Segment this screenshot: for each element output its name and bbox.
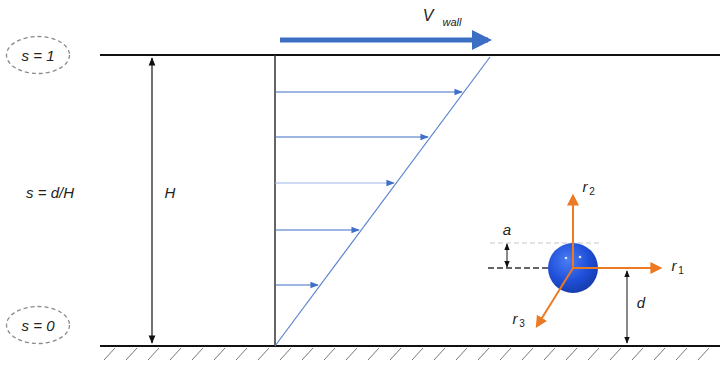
axis-label: r bbox=[513, 311, 518, 326]
sphere-top-line bbox=[490, 242, 600, 243]
velocity-symbol: V bbox=[423, 8, 434, 24]
wall-hatching bbox=[104, 348, 709, 360]
distance-label: d bbox=[637, 295, 645, 310]
position-definition: s = d/H bbox=[26, 185, 74, 200]
axis-subscript: 2 bbox=[589, 187, 595, 197]
boundary-ellipse: s = 1 bbox=[5, 35, 71, 75]
distance-dimension bbox=[627, 271, 628, 343]
radius-dimension bbox=[507, 244, 508, 267]
top-wall bbox=[100, 54, 720, 56]
wall-velocity-arrow bbox=[280, 38, 488, 43]
axis-label: r bbox=[583, 179, 588, 194]
height-dimension bbox=[151, 58, 152, 343]
boundary-ellipse: s = 0 bbox=[5, 305, 71, 345]
axis-label: r bbox=[672, 258, 677, 273]
velocity-profile bbox=[275, 57, 490, 346]
particle-axes bbox=[537, 196, 660, 326]
height-label: H bbox=[165, 185, 176, 200]
sphere-dot bbox=[579, 256, 582, 259]
radius-label: a bbox=[503, 222, 511, 237]
axis-subscript: 1 bbox=[678, 266, 684, 276]
bottom-wall bbox=[100, 345, 720, 347]
profile-axis bbox=[274, 55, 276, 346]
boundary-value: s = 1 bbox=[22, 47, 55, 64]
axis-subscript: 3 bbox=[519, 319, 525, 329]
velocity-subscript: wall bbox=[443, 17, 462, 28]
boundary-value: s = 0 bbox=[22, 317, 55, 334]
sphere-dot bbox=[565, 257, 568, 260]
velocity-vectors bbox=[275, 92, 462, 285]
